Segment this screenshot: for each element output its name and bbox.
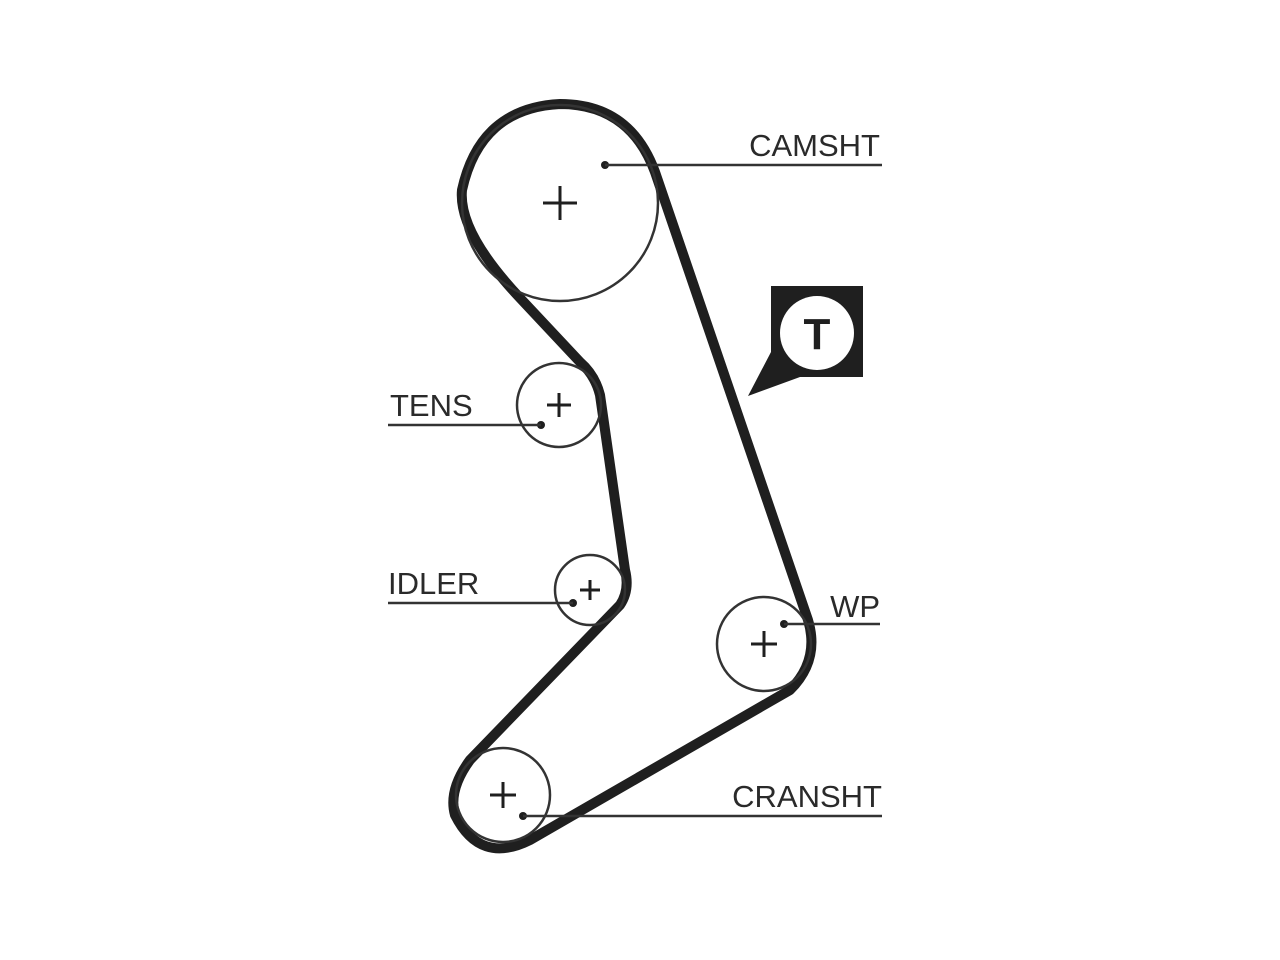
camshaft-leader <box>601 161 882 169</box>
idler-pulley-circle <box>553 553 627 627</box>
water-pump-pulley <box>715 595 813 693</box>
water-pump-label: WP <box>830 589 880 624</box>
camshaft-label: CAMSHT <box>749 128 880 163</box>
crankshaft-pulley <box>454 746 552 844</box>
tension-marker-badge: T <box>748 286 863 396</box>
camshaft-pulley-circle <box>460 103 660 303</box>
crankshaft-pulley-circle <box>454 746 552 844</box>
tension-marker-letter: T <box>804 310 831 359</box>
tensioner-pulley <box>515 361 603 449</box>
idler-leader <box>388 599 577 607</box>
timing-belt <box>448 99 817 854</box>
tensioner-pulley-circle <box>515 361 603 449</box>
tensioner-leader <box>388 421 545 429</box>
idler-pulley <box>553 553 627 627</box>
crankshaft-leader <box>519 812 882 820</box>
camshaft-pulley <box>460 103 660 303</box>
water-pump-leader <box>780 620 880 628</box>
tension-marker-circle <box>780 296 854 370</box>
idler-label: IDLER <box>388 566 479 601</box>
tensioner-label: TENS <box>390 388 473 423</box>
water-pump-pulley-circle <box>715 595 813 693</box>
crankshaft-label: CRANSHT <box>732 779 882 814</box>
